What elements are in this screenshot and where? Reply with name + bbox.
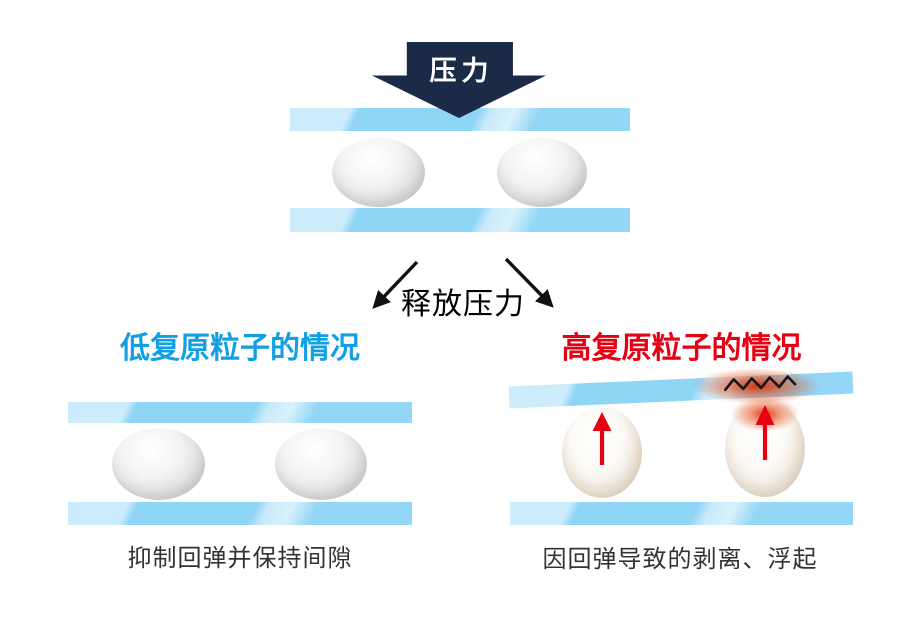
- low-recovery-particle-left: [112, 428, 205, 500]
- compressed-particle-left: [332, 138, 425, 207]
- left-panel-title: 低复原粒子的情况: [120, 332, 360, 365]
- top-lower-plate: [290, 208, 630, 232]
- pressure-arrow-label: 压力: [429, 56, 494, 86]
- left-panel-caption: 抑制回弹并保持间隙: [127, 545, 353, 572]
- rebound-arrow-icon: [592, 412, 612, 465]
- compressed-particle-right: [497, 138, 587, 207]
- release-arrow-right-icon: [504, 257, 554, 308]
- rebound-arrow-icon: [755, 405, 775, 460]
- pressure-arrow-icon: 压力: [372, 42, 546, 118]
- release-arrows: [372, 257, 554, 309]
- low-recovery-particle-right: [275, 428, 367, 500]
- left-lower-plate: [68, 502, 412, 525]
- right-lower-plate: [510, 502, 853, 525]
- left-upper-plate: [68, 402, 412, 423]
- release-pressure-label: 释放压力: [401, 288, 525, 321]
- release-arrow-left-icon: [372, 260, 419, 309]
- crack-zigzag-icon: [723, 375, 797, 392]
- right-panel-caption: 因回弹导致的剥离、浮起: [542, 546, 818, 573]
- right-panel-title: 高复原粒子的情况: [561, 332, 802, 365]
- top-upper-plate: [290, 108, 630, 131]
